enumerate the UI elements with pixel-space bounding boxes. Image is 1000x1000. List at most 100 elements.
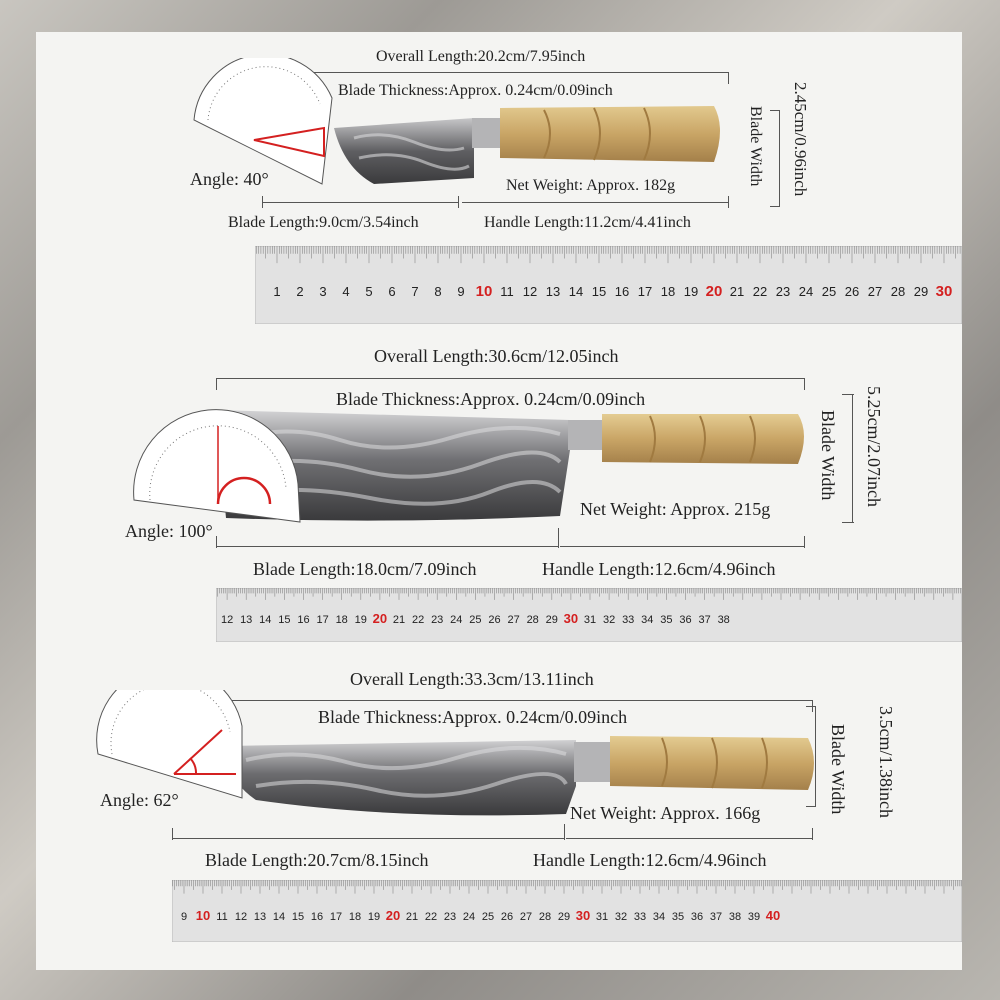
ruler-number: 13 <box>240 614 252 626</box>
knife-2-net-weight: Net Weight: Approx. 215g <box>580 499 771 519</box>
ruler-number: 27 <box>507 614 519 626</box>
ruler-number: 25 <box>469 614 481 626</box>
knife-1-overall-line <box>260 72 728 73</box>
knife-1-angle: Angle: 40° <box>190 169 269 189</box>
ruler-number: 26 <box>845 284 859 299</box>
ruler-number: 24 <box>463 911 475 923</box>
knife-2-overall-line <box>216 378 804 379</box>
ruler-number: 7 <box>411 284 418 299</box>
ruler-number: 9 <box>457 284 464 299</box>
knife-2-blade-length: Blade Length:18.0cm/7.09inch <box>253 559 477 579</box>
ruler-number: 21 <box>406 911 418 923</box>
ruler-number: 28 <box>539 911 551 923</box>
knife-3-blade-width-label: Blade Width <box>828 724 848 815</box>
knife-3-handle-length-line <box>566 838 812 839</box>
ruler-number: 19 <box>355 614 367 626</box>
knife-1-image <box>193 58 720 185</box>
ruler-number: 38 <box>718 614 730 626</box>
ruler-number: 12 <box>523 284 537 299</box>
ruler-number: 19 <box>368 911 380 923</box>
knife-2-blade-thickness: Blade Thickness:Approx. 0.24cm/0.09inch <box>336 389 646 409</box>
ruler-number: 31 <box>596 911 608 923</box>
ruler-number: 35 <box>672 911 684 923</box>
knife-1-net-weight: Net Weight: Approx. 182g <box>506 177 676 194</box>
knife-3-blade-width-value: 3.5cm/1.38inch <box>876 706 896 818</box>
ruler-number: 36 <box>679 614 691 626</box>
ruler-number: 26 <box>488 614 500 626</box>
ruler-number: 29 <box>546 614 558 626</box>
ruler-number: 4 <box>342 284 349 299</box>
ruler-number: 11 <box>500 284 514 299</box>
ruler-number: 34 <box>653 911 665 923</box>
ruler-number: 3 <box>319 284 326 299</box>
knife-3-angle: Angle: 62° <box>100 790 179 810</box>
ruler-number: 9 <box>181 911 187 923</box>
ruler-number: 10 <box>196 908 210 923</box>
ruler-number: 17 <box>330 911 342 923</box>
ruler-number: 40 <box>766 908 780 923</box>
ruler-number: 22 <box>425 911 437 923</box>
ruler-number: 18 <box>661 284 675 299</box>
ruler-number: 30 <box>936 283 953 300</box>
ruler-number: 39 <box>748 911 760 923</box>
knife-3-blade-length-line <box>172 838 564 839</box>
ruler-body <box>172 880 962 942</box>
knife-3-net-weight: Net Weight: Approx. 166g <box>570 803 761 823</box>
ruler-number: 16 <box>311 911 323 923</box>
ruler-number: 37 <box>698 614 710 626</box>
ruler-number: 8 <box>434 284 441 299</box>
ruler-number: 16 <box>615 284 629 299</box>
knife-1-blade-thickness: Blade Thickness:Approx. 0.24cm/0.09inch <box>338 82 613 99</box>
knife-1-blade-length: Blade Length:9.0cm/3.54inch <box>228 214 419 231</box>
ruler-number: 33 <box>622 614 634 626</box>
knife-2-angle: Angle: 100° <box>125 521 213 541</box>
ruler-number: 17 <box>638 284 652 299</box>
ruler-number: 11 <box>216 911 227 923</box>
ruler-body <box>255 246 962 324</box>
knife-2-overall-length: Overall Length:30.6cm/12.05inch <box>374 346 619 366</box>
ruler-number: 1 <box>273 284 280 299</box>
ruler-number: 34 <box>641 614 653 626</box>
ruler-number: 21 <box>730 284 744 299</box>
ruler-number: 30 <box>576 908 590 923</box>
ruler-number: 28 <box>527 614 539 626</box>
ruler-number: 36 <box>691 911 703 923</box>
ruler-number: 35 <box>660 614 672 626</box>
ruler-number: 22 <box>753 284 767 299</box>
ruler-number: 28 <box>891 284 905 299</box>
ruler-number: 19 <box>684 284 698 299</box>
knife-2-image <box>133 409 804 523</box>
ruler-number: 25 <box>822 284 836 299</box>
ruler-number: 32 <box>615 911 627 923</box>
ruler-number: 15 <box>292 911 304 923</box>
knife-3-blade-thickness: Blade Thickness:Approx. 0.24cm/0.09inch <box>318 707 628 727</box>
ruler-number: 20 <box>706 283 723 300</box>
ruler-number: 21 <box>393 614 405 626</box>
knife-3-blade-length: Blade Length:20.7cm/8.15inch <box>205 850 429 870</box>
ruler-number: 24 <box>450 614 462 626</box>
ruler-number: 33 <box>634 911 646 923</box>
knife-3-image <box>96 690 814 816</box>
ruler-number: 38 <box>729 911 741 923</box>
knife-1-blade-length-line <box>262 202 458 203</box>
knife-1-blade-width-label: Blade Width <box>747 106 764 187</box>
ruler-number: 15 <box>278 614 290 626</box>
knife-3-overall-line <box>224 700 812 701</box>
ruler-2: 1234567891011121314151617181920212223242… <box>216 588 962 642</box>
ruler-number: 18 <box>349 911 361 923</box>
ruler-number: 17 <box>316 614 328 626</box>
ruler-number: 14 <box>273 911 285 923</box>
ruler-number: 25 <box>482 911 494 923</box>
ruler-number: 22 <box>412 614 424 626</box>
ruler-number: 31 <box>584 614 596 626</box>
ruler-number: 13 <box>546 284 560 299</box>
knife-1-handle-length-line <box>462 202 728 203</box>
knife-2-blade-width-value: 5.25cm/2.07inch <box>864 386 884 507</box>
ruler-number: 23 <box>776 284 790 299</box>
ruler-number: 20 <box>386 908 400 923</box>
ruler-number: 5 <box>365 284 372 299</box>
ruler-3: 1234567891011121314151617181920212223242… <box>172 880 962 942</box>
ruler-number: 16 <box>297 614 309 626</box>
knife-2-blade-length-line <box>216 546 558 547</box>
